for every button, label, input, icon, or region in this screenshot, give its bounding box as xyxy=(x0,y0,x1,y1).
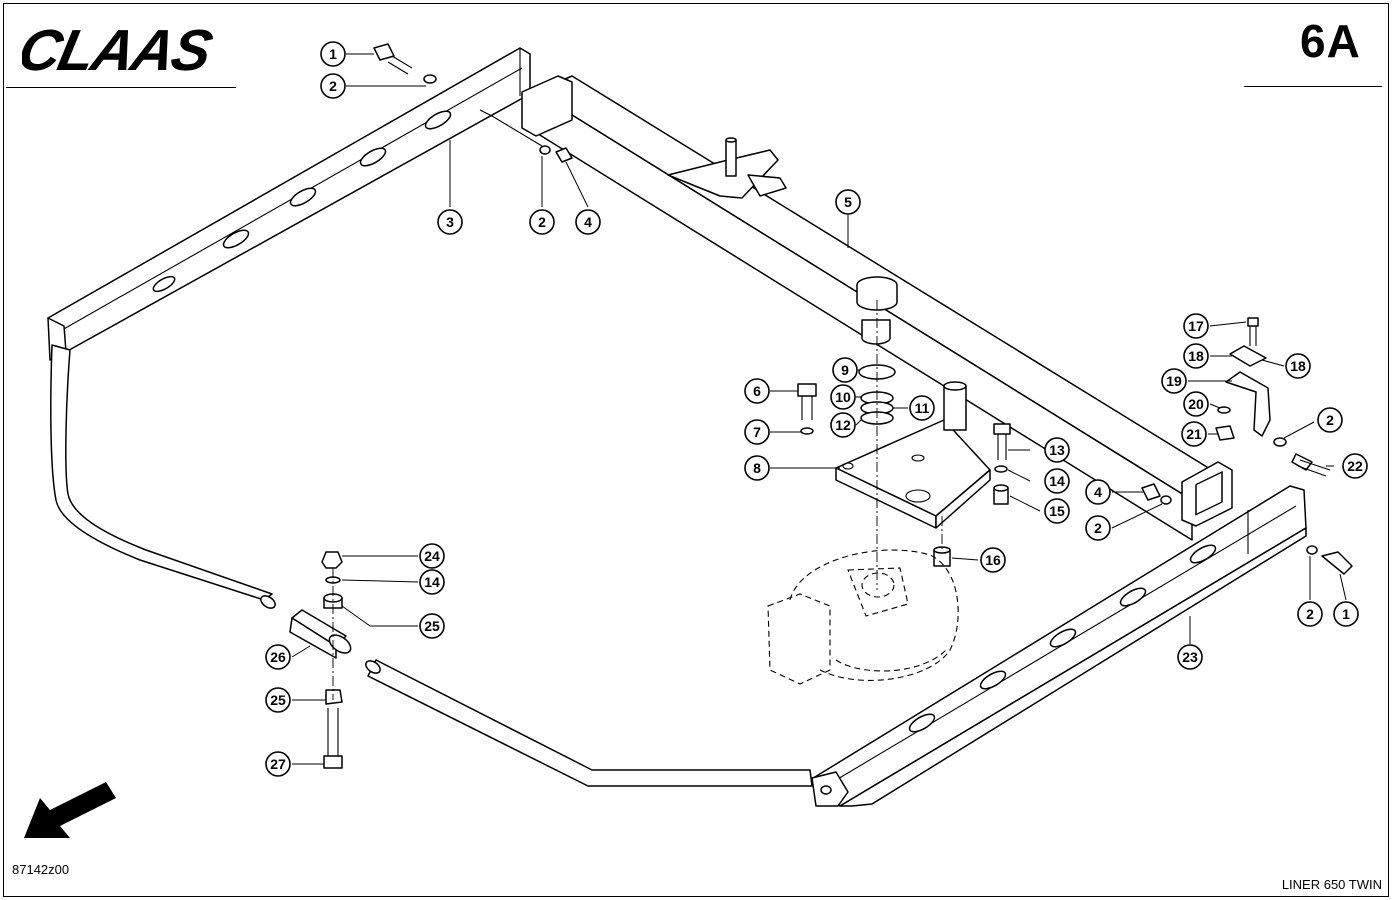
callout-9: 9 xyxy=(832,357,858,383)
callout-25-lower: 25 xyxy=(265,687,291,713)
svg-text:26: 26 xyxy=(270,649,286,665)
callout-1-bottom-right: 1 xyxy=(1333,601,1359,627)
svg-text:13: 13 xyxy=(1049,442,1065,458)
svg-text:10: 10 xyxy=(835,389,851,405)
callout-22: 22 xyxy=(1342,453,1368,479)
model-name: LINER 650 TWIN xyxy=(1281,877,1382,892)
callout-16: 16 xyxy=(980,547,1006,573)
svg-text:2: 2 xyxy=(538,214,546,230)
svg-text:27: 27 xyxy=(270,756,286,772)
svg-text:1: 1 xyxy=(329,46,337,62)
svg-text:24: 24 xyxy=(424,548,440,564)
callout-1-top: 1 xyxy=(320,41,346,67)
svg-text:1: 1 xyxy=(1342,606,1350,622)
callout-13: 13 xyxy=(1044,437,1070,463)
callout-5: 5 xyxy=(835,189,861,215)
main-frame-tube xyxy=(521,75,1233,541)
callout-4-bracket: 4 xyxy=(575,209,601,235)
svg-text:25: 25 xyxy=(424,618,440,634)
svg-text:25: 25 xyxy=(270,692,286,708)
svg-text:2: 2 xyxy=(329,78,337,94)
callout-18-right: 18 xyxy=(1285,353,1311,379)
svg-text:17: 17 xyxy=(1188,318,1204,334)
svg-text:19: 19 xyxy=(1166,373,1182,389)
callout-20: 20 xyxy=(1183,391,1209,417)
svg-text:9: 9 xyxy=(841,362,849,378)
svg-text:4: 4 xyxy=(1094,484,1102,500)
drawing-frame xyxy=(3,3,1389,897)
callout-21: 21 xyxy=(1181,421,1207,447)
claas-logo-text: CLAAS xyxy=(22,20,218,76)
svg-text:2: 2 xyxy=(1094,520,1102,536)
callout-14-tube: 14 xyxy=(419,569,445,595)
svg-text:18: 18 xyxy=(1188,348,1204,364)
callout-7: 7 xyxy=(744,419,770,445)
callout-6: 6 xyxy=(744,378,770,404)
svg-text:4: 4 xyxy=(584,214,592,230)
callout-2-bottom-right: 2 xyxy=(1297,601,1323,627)
page-code: 6A xyxy=(1300,15,1361,67)
callout-2-right: 2 xyxy=(1085,515,1111,541)
callout-2-bracket: 2 xyxy=(529,209,555,235)
callout-3: 3 xyxy=(437,209,463,235)
svg-text:16: 16 xyxy=(985,552,1001,568)
right-swath-board xyxy=(809,485,1307,807)
svg-text:11: 11 xyxy=(915,400,930,416)
hardware-small-parts xyxy=(321,43,1353,769)
callout-leaders xyxy=(291,53,1347,765)
assembly-centre-lines xyxy=(332,109,943,700)
svg-text:21: 21 xyxy=(1186,426,1202,442)
callout-2-bracket-right: 2 xyxy=(1317,407,1343,433)
callout-26: 26 xyxy=(265,644,291,670)
callout-4-right: 4 xyxy=(1085,479,1111,505)
svg-text:2: 2 xyxy=(1306,606,1314,622)
svg-text:18: 18 xyxy=(1290,358,1306,374)
callout-2-top: 2 xyxy=(320,73,346,99)
svg-text:6: 6 xyxy=(753,383,761,399)
callout-8: 8 xyxy=(744,455,770,481)
callout-15: 15 xyxy=(1044,498,1070,524)
drawing-number: 87142z00 xyxy=(12,862,70,877)
header-left-rule xyxy=(6,87,236,88)
svg-text:15: 15 xyxy=(1049,503,1065,519)
arrow-down-left-icon xyxy=(24,782,116,838)
svg-text:12: 12 xyxy=(835,417,851,433)
callout-11: 11 xyxy=(909,395,935,421)
left-swath-board xyxy=(47,47,531,361)
callout-14-plate: 14 xyxy=(1044,468,1070,494)
svg-text:14: 14 xyxy=(1049,473,1065,489)
callout-23: 23 xyxy=(1177,644,1203,670)
svg-text:14: 14 xyxy=(424,574,440,590)
callout-25-upper: 25 xyxy=(419,613,445,639)
svg-text:5: 5 xyxy=(844,194,852,210)
svg-text:20: 20 xyxy=(1188,396,1204,412)
svg-text:2: 2 xyxy=(1326,412,1334,428)
tubular-guard-bar xyxy=(50,344,813,787)
callout-19: 19 xyxy=(1161,368,1187,394)
svg-text:23: 23 xyxy=(1182,649,1198,665)
callout-17: 17 xyxy=(1183,313,1209,339)
tube-connector xyxy=(289,609,352,659)
callout-27: 27 xyxy=(265,751,291,777)
svg-text:3: 3 xyxy=(446,214,454,230)
svg-text:8: 8 xyxy=(753,460,761,476)
svg-text:22: 22 xyxy=(1347,458,1363,474)
callout-10: 10 xyxy=(830,384,856,410)
callout-24: 24 xyxy=(419,543,445,569)
header-right-rule xyxy=(1244,86,1382,87)
svg-text:7: 7 xyxy=(753,424,761,440)
callout-18-left: 18 xyxy=(1183,343,1209,369)
gearbox-phantom xyxy=(767,549,959,685)
callout-12: 12 xyxy=(830,412,856,438)
claas-logo: CLAAS xyxy=(22,20,218,76)
